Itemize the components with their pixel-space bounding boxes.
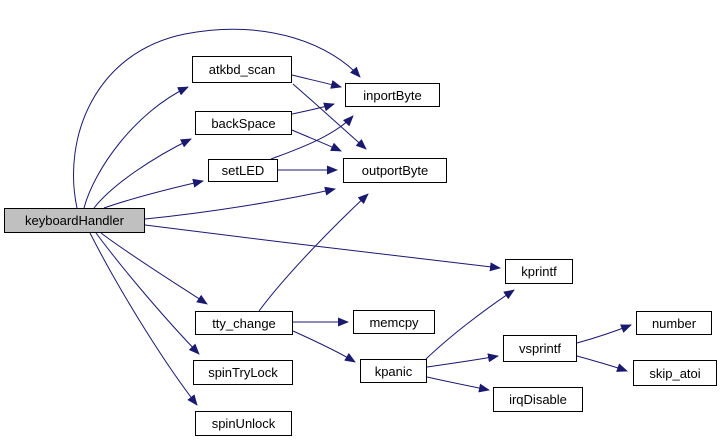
edge-atkbd_scan-outportByte [292, 83, 367, 150]
edge-backSpace-inportByte [291, 102, 335, 115]
edge-kpanic-irqDisable [426, 376, 490, 393]
edge-kpanic-vsprintf [426, 353, 499, 368]
edge-keyboardHandler-spinTryLock [95, 232, 200, 355]
edge-keyboardHandler-backSpace [93, 138, 192, 209]
node-kprintf[interactable]: kprintf [505, 259, 573, 284]
edge-keyboardHandler-atkbd_scan [83, 86, 189, 209]
node-spinTryLock[interactable]: spinTryLock [193, 360, 293, 385]
edge-tty_change-outportByte [258, 193, 369, 312]
node-backSpace[interactable]: backSpace [195, 111, 292, 135]
edge-vsprintf-skip_atoi [576, 355, 628, 372]
node-inportByte[interactable]: inportByte [345, 83, 440, 107]
node-skip_atoi[interactable]: skip_atoi [633, 360, 717, 386]
edge-keyboardHandler-setLED [103, 178, 204, 209]
edge-vsprintf-number [576, 324, 632, 344]
node-setLED[interactable]: setLED [208, 159, 278, 182]
edge-keyboardHandler-inportByte [73, 28, 361, 209]
edge-keyboardHandler-outportByte [144, 186, 336, 220]
edge-tty_change-kpanic [292, 330, 356, 363]
node-irqDisable[interactable]: irqDisable [493, 387, 583, 412]
edge-kpanic-kprintf [425, 289, 515, 360]
node-kpanic[interactable]: kpanic [360, 359, 427, 383]
node-keyboardHandler: keyboardHandler [4, 208, 145, 233]
node-spinUnlock[interactable]: spinUnlock [195, 411, 292, 436]
edge-keyboardHandler-kprintf [144, 224, 501, 272]
node-number[interactable]: number [636, 311, 712, 335]
node-atkbd_scan[interactable]: atkbd_scan [192, 56, 292, 83]
node-memcpy[interactable]: memcpy [353, 310, 435, 334]
node-outportByte[interactable]: outportByte [343, 158, 447, 183]
node-vsprintf[interactable]: vsprintf [503, 335, 577, 362]
edge-setLED-inportByte [270, 115, 354, 160]
node-tty_change[interactable]: tty_change [195, 311, 293, 335]
edge-atkbd_scan-inportByte [291, 74, 342, 89]
edge-keyboardHandler-tty_change [100, 232, 208, 305]
edge-keyboardHandler-spinUnlock [89, 232, 198, 406]
